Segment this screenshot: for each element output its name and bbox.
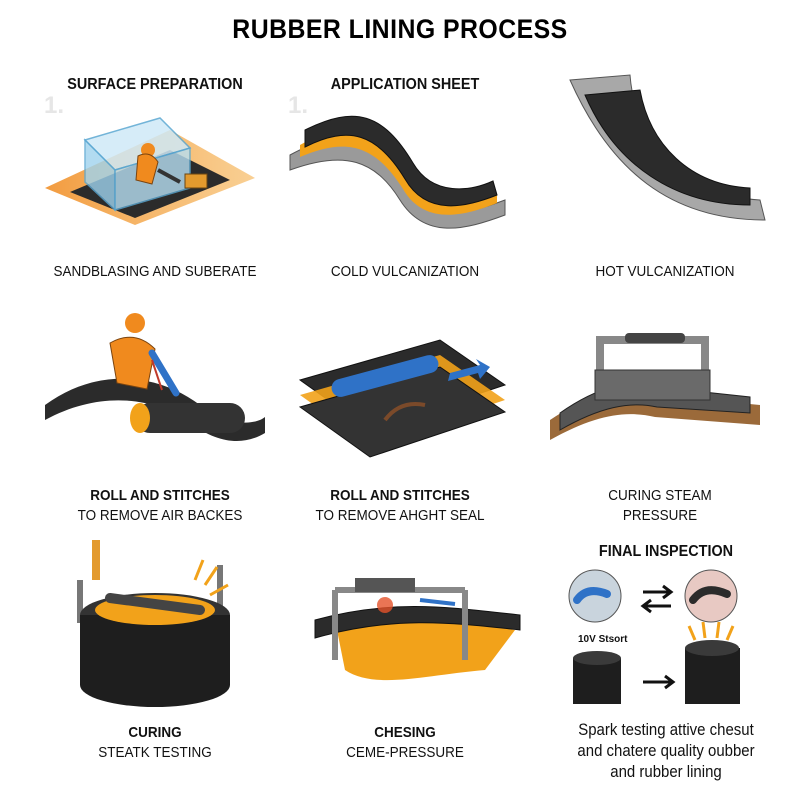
worker-body [135, 153, 159, 185]
roll-stitch-worker-illustration [45, 313, 265, 442]
roll-stitch-seal-illustration [298, 339, 507, 458]
worker-vest [109, 336, 156, 390]
heated-underlayer [335, 615, 515, 681]
chesing-pressure-illustration [314, 578, 521, 681]
worker-arm [148, 349, 180, 397]
spark-icon [687, 621, 735, 641]
arrow-next-icon [643, 674, 676, 690]
test-cylinder-right [685, 648, 740, 704]
final-note-line3: and rubber lining [610, 762, 722, 781]
probe-right [689, 586, 731, 604]
panel-8-caption-line1: CHESING [374, 724, 436, 741]
rubber-sheet [304, 115, 498, 207]
application-sheet-illustration [289, 115, 506, 229]
test-cylinder-right-top [685, 640, 739, 656]
press-grip [625, 333, 685, 343]
panel-1-heading: SURFACE PREPARATION [67, 76, 243, 93]
pressure-tool [419, 598, 456, 606]
panel-2-caption: COLD VULCANIZATION [330, 263, 480, 280]
sandblasting-illustration [45, 117, 255, 225]
inspection-circle-left [568, 569, 622, 623]
panel-6-caption-line2: PRESSURE [622, 507, 698, 524]
final-note-line2: and chatere quality oubber [577, 741, 755, 760]
vessel-body [80, 615, 230, 707]
test-cylinder-left [573, 658, 621, 704]
panel-1-caption: SANDBLASING AND SUBERATE [53, 263, 257, 280]
panel-3-caption: HOT VULCANIZATION [595, 263, 735, 280]
page-title: RUBBER LINING PROCESS [232, 14, 568, 44]
probe-left [573, 587, 611, 604]
panel-5-caption-line2: TO REMOVE AHGHT SEAL [315, 507, 485, 524]
press-handle [596, 336, 709, 370]
seal-mark [383, 402, 426, 422]
panel-6-caption-line1: CURING STEAM [608, 487, 712, 504]
panel-7-caption-line1: CURING [128, 724, 182, 741]
panel-5-caption-line1: ROLL AND STITCHES [330, 487, 470, 504]
test-post [92, 540, 100, 580]
spark-lines [193, 559, 229, 597]
panel-2-ghost-number: 1. [288, 92, 309, 119]
rubber-curve [584, 89, 751, 206]
panel-4-caption-line2: TO REMOVE AIR BACKES [77, 507, 243, 524]
blast-nozzle [157, 168, 181, 184]
roll-end [130, 403, 150, 433]
adhesive-layer [300, 129, 497, 215]
panel-8-caption-line2: CEME-PRESSURE [346, 744, 464, 761]
worker-helmet [141, 143, 155, 157]
press-head [355, 578, 415, 592]
probe-roll [105, 593, 205, 615]
panel-7-caption-line2: STEATK TESTING [98, 744, 212, 761]
hot-vulcanization-illustration [569, 74, 766, 221]
blue-arrow [448, 359, 490, 381]
panel-4-caption-line1: ROLL AND STITCHES [90, 487, 230, 504]
inspection-circle-right [684, 569, 738, 623]
final-note-line1: Spark testing attive chesut [578, 720, 754, 739]
hopper-box [184, 173, 208, 189]
worker-hardhat [125, 313, 145, 333]
final-inspection-note: Spark testing attive chesut and chatere … [562, 719, 770, 782]
curing-spark-testing-illustration [77, 540, 230, 707]
rubber-roll [135, 403, 245, 433]
arrow-left-icon [640, 598, 671, 614]
panel-1-ghost-number: 1. [44, 92, 65, 119]
press-roller [594, 369, 711, 401]
test-cylinder-left-top [573, 651, 621, 665]
voltage-label: 10V Stsort [578, 634, 628, 645]
final-inspection-heading: FINAL INSPECTION [598, 543, 734, 560]
curing-steam-illustration [550, 333, 760, 440]
direction-arrow [151, 359, 163, 391]
blue-roller [331, 355, 439, 397]
heat-glow [377, 597, 393, 613]
panel-2-heading: APPLICATION SHEET [330, 76, 480, 93]
final-inspection-illustration [568, 569, 740, 704]
arrow-right-icon [643, 584, 674, 600]
